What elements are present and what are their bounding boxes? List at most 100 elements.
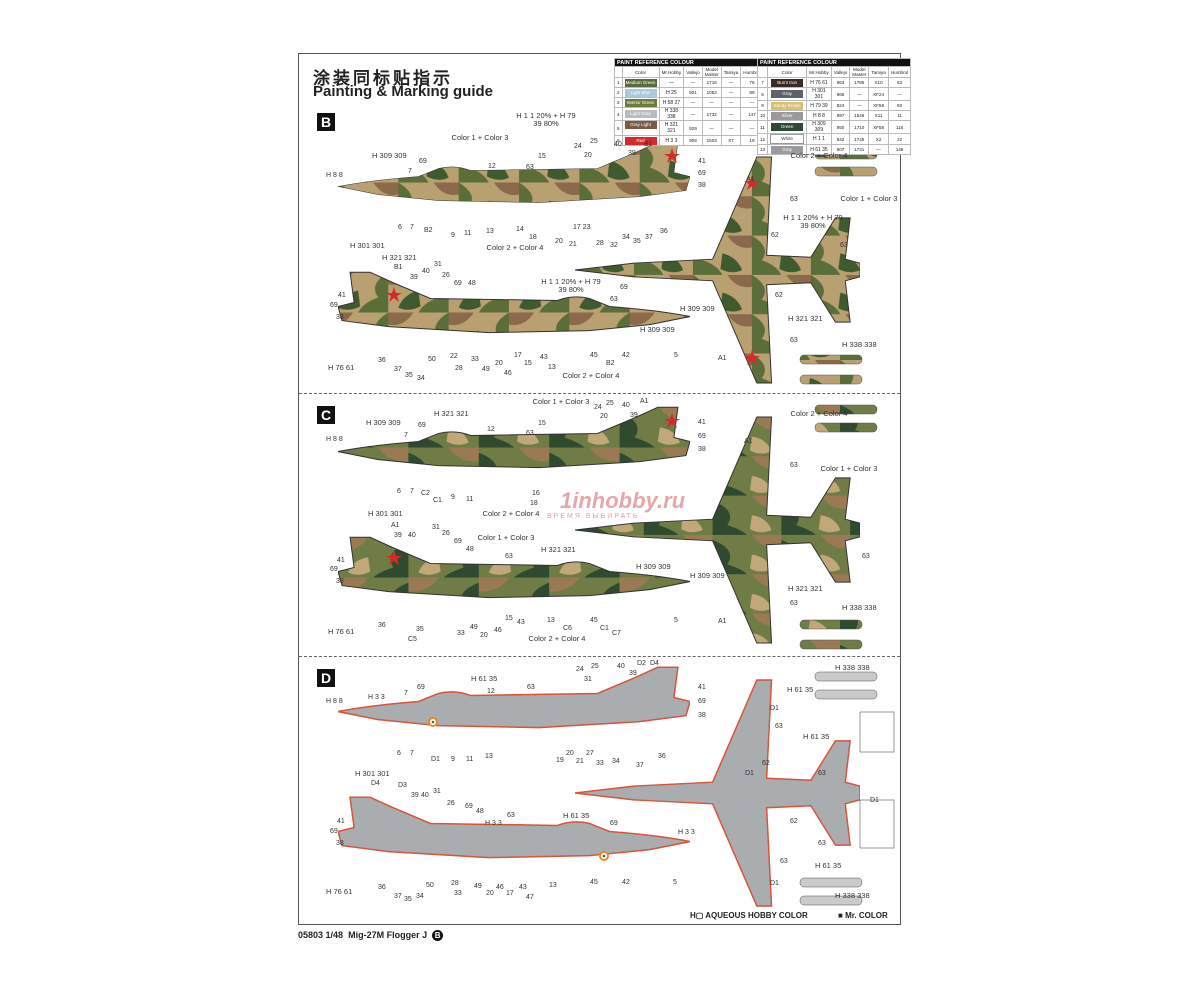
part-number-callout: C1 [433,497,442,504]
part-number-callout: 40 [622,402,630,409]
paint-code-callout: H 1 1 20% + H 79 39 80% [783,213,843,230]
paint-code-callout: H 61 35 [563,811,590,820]
humbrol-code: 11 [887,110,912,121]
part-number-callout: 17 [514,352,522,359]
part-number-callout: 63 [818,770,826,777]
part-number-callout: 69 [417,684,425,691]
paint-code-callout: H 309 309 [372,151,407,160]
column-header: Vallejo [830,66,851,78]
column-header: Mr.Hobby [806,66,832,78]
part-number-callout: 63 [790,462,798,469]
paint-code-callout: H 309 309 [636,562,671,571]
part-number-callout: 34 [417,375,425,382]
underside-detail-views [799,149,895,906]
column-header: Tamiya [868,66,889,78]
part-number-callout: 48 [466,546,474,553]
part-number-callout: 31 [432,524,440,531]
part-number-callout: C1 [600,625,609,632]
aircraft-side-right-d [338,796,690,859]
paint-number: 2 [614,87,623,98]
part-number-callout: 6 [397,750,401,757]
paint-code-callout: H 338 338 [835,663,870,672]
red-star-markings [386,148,760,565]
model-master-code: 1546 [849,110,870,121]
humbrol-code: 53 [887,77,912,88]
part-number-callout: 15 [538,153,546,160]
column-header: Color [621,66,660,78]
tamiya-code: X2 [868,133,889,145]
part-number-callout: 40 [422,268,430,275]
color-mix-callout: Color 1 + Color 3 [532,397,590,406]
part-number-callout: D4 [650,660,659,667]
tamiya-code: XF58 [868,120,889,134]
color-mix-callout: Color 2 + Color 4 [482,509,540,518]
paint-swatch: Light Blue [624,88,657,97]
paint-code-callout: H 61 35 [787,685,814,694]
aircraft-side-right-b [338,271,690,334]
part-number-callout: 39 [410,274,418,281]
paint-color-cell: Light Gray [621,107,660,121]
part-number-callout: 38 [336,578,344,585]
part-number-callout: 39 [630,412,638,419]
legend-mrcolor-label: Mr. COLOR [845,911,888,920]
mr-hobby-code: H 1 1 [806,133,832,145]
part-number-callout: 7 [404,690,408,697]
part-number-callout: 33 [457,630,465,637]
part-number-callout: 63 [526,164,534,171]
paint-swatch: Light Gray [624,110,657,118]
part-number-callout: 16 [532,490,540,497]
part-number-callout: 49 [474,883,482,890]
paint-swatch: Silver [771,111,804,120]
part-number-callout: 63 [790,196,798,203]
part-number-callout: 49 [470,624,478,631]
paint-code-callout: H 301 301 [350,241,385,250]
part-number-callout: 42 [622,352,630,359]
part-number-callout: 40 [614,141,622,148]
indian-roundel-markings [428,717,609,861]
model-master-code: 1785 [849,77,870,88]
part-number-callout: 47 [526,894,534,901]
paint-color-cell: Medium Green [621,77,660,88]
part-number-callout: 20 [555,238,563,245]
part-number-callout: 63 [790,337,798,344]
part-number-callout: 50 [428,356,436,363]
part-number-callout: A1 [744,438,753,445]
part-number-callout: 62 [771,232,779,239]
part-number-callout: 21 [569,241,577,248]
part-number-callout: C6 [563,625,572,632]
part-number-callout: 14 [516,226,524,233]
part-number-callout: 25 [606,400,614,407]
paint-code-callout: H 61 35 [803,732,830,741]
vallejo-code: — [683,77,703,88]
humbrol-code: 116 [887,120,912,134]
part-number-callout: 37 [394,893,402,900]
part-number-callout: 69 [454,280,462,287]
tamiya-code: X10 [868,77,889,88]
part-number-callout: 13 [549,882,557,889]
paint-number: 3 [614,97,623,108]
part-number-callout: D1 [870,797,879,804]
part-number-callout: 62 [775,292,783,299]
part-number-callout: 15 [505,615,513,622]
part-number-callout: 43 [540,354,548,361]
paint-code-callout: H 321 321 [541,545,576,554]
mr-hobby-code: H 58 27 [658,97,685,108]
paint-color-cell: Green [767,120,808,134]
part-number-callout: 38 [698,712,706,719]
paint-code-callout: H 321 321 [382,253,417,262]
part-number-callout: 5 [673,879,677,886]
part-number-callout: 63 [780,858,788,865]
part-number-callout: 37 [645,234,653,241]
paint-color-cell: Gray Light Brown [621,120,660,136]
part-number-callout: B2 [606,360,615,367]
part-number-callout: A1 [640,398,649,405]
part-number-callout: 42 [622,879,630,886]
paint-color-cell: Red [621,135,660,146]
part-number-callout: 69 [330,566,338,573]
paint-number: 1 [614,77,623,88]
